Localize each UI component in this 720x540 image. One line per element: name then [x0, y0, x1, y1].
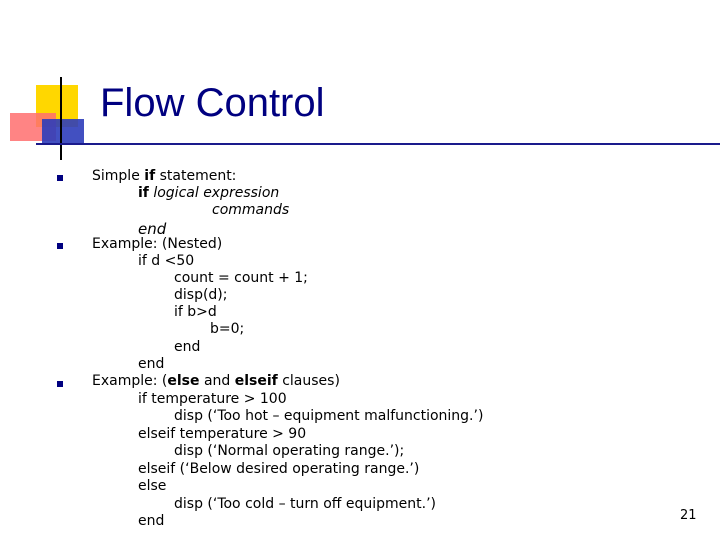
slide-title: Flow Control	[100, 81, 325, 125]
bullet-marker-1	[57, 175, 63, 181]
code-logical-expression: logical expression	[153, 185, 280, 201]
else-code-line: if temperature > 100	[138, 391, 287, 407]
page-number: 21	[680, 508, 697, 523]
bullet-1-keyword: if	[144, 168, 156, 184]
else-code-line: disp (‘Too hot – equipment malfunctionin…	[174, 408, 484, 424]
code-line-end: end	[138, 220, 167, 238]
nested-code-line: if b>d	[174, 304, 217, 320]
nested-code-line: disp(d);	[174, 287, 228, 303]
code-line-if: if logical expression	[138, 185, 279, 202]
else-code-line: disp (‘Normal operating range.’);	[174, 443, 405, 459]
title-horizontal-rule	[36, 143, 720, 145]
else-code-line: else	[138, 478, 167, 494]
nested-code-line: if d <50	[138, 253, 195, 269]
bullet-3-mid: and	[199, 373, 235, 389]
code-keyword-if: if	[138, 185, 149, 201]
nested-code-line: count = count + 1;	[174, 270, 308, 286]
nested-code-line: b=0;	[210, 321, 245, 337]
bullet-3-post: clauses)	[277, 373, 340, 389]
bullet-1-text: Simple if statement:	[92, 168, 236, 185]
else-code-line: elseif (‘Below desired operating range.’…	[138, 461, 420, 477]
bullet-3-pre: Example: (	[92, 373, 168, 389]
bullet-marker-2	[57, 243, 63, 249]
code-line-commands: commands	[212, 202, 290, 218]
else-code-line: disp (‘Too cold – turn off equipment.’)	[174, 496, 436, 512]
bullet-1-pre: Simple	[92, 168, 145, 184]
title-vertical-rule	[60, 77, 62, 160]
nested-code-line: end	[174, 339, 201, 355]
else-code-line: end	[138, 513, 165, 529]
bullet-3-keyword-else: else	[167, 373, 200, 389]
bullet-3-keyword-elseif: elseif	[234, 373, 278, 389]
logo-blue-square	[42, 119, 84, 145]
bullet-1-post: statement:	[155, 168, 237, 184]
bullet-3-header: Example: (else and elseif clauses)	[92, 373, 340, 390]
else-code-line: elseif temperature > 90	[138, 426, 307, 442]
nested-code-line: end	[138, 356, 165, 372]
bullet-marker-3	[57, 381, 63, 387]
bullet-2-header: Example: (Nested)	[92, 236, 223, 252]
